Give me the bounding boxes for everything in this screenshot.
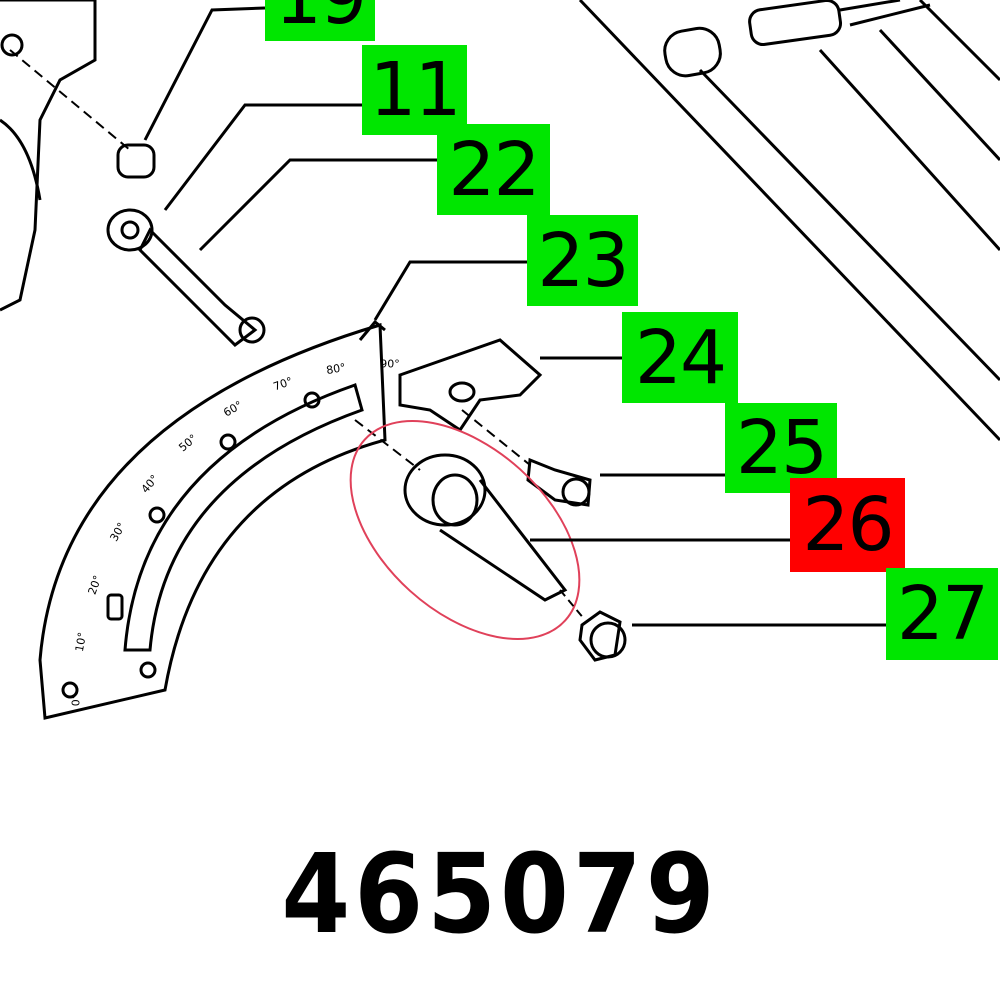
- callout-label: 11: [369, 47, 461, 133]
- scale-label: 90°: [380, 357, 400, 371]
- part-number: 465079: [281, 830, 719, 958]
- pointer-knob-part-26: [354, 419, 568, 602]
- clamp-lever-part-24: [398, 338, 543, 433]
- callout-label: 27: [896, 571, 989, 657]
- callout-26-highlighted[interactable]: 26: [790, 478, 905, 572]
- callout-27[interactable]: 27: [886, 568, 998, 660]
- washer-part-11: [106, 208, 154, 252]
- callout-19[interactable]: 19: [265, 0, 375, 41]
- callout-23[interactable]: 23: [527, 215, 638, 306]
- callout-label: 24: [634, 314, 727, 401]
- threaded-rod-part-22: [138, 227, 266, 347]
- bolt-part-27: [559, 589, 627, 662]
- callout-label: 26: [802, 482, 894, 568]
- callout-label: 23: [537, 217, 629, 304]
- saw-housing: [0, 0, 97, 312]
- screw-part-25: [461, 409, 592, 507]
- leader-lines: [143, 6, 886, 627]
- callout-22[interactable]: 22: [437, 124, 550, 215]
- scale-label: 0°: [69, 693, 83, 707]
- callout-label: 22: [448, 126, 540, 213]
- callout-11[interactable]: 11: [362, 45, 467, 135]
- bushing-part-19: [9, 49, 156, 179]
- highlight-ring: [349, 420, 581, 640]
- callout-24[interactable]: 24: [622, 312, 738, 403]
- protractor-scale: [38, 319, 387, 720]
- callout-label: 25: [735, 405, 828, 491]
- callout-label: 19: [275, 0, 367, 35]
- guide-rails: [578, 0, 1000, 442]
